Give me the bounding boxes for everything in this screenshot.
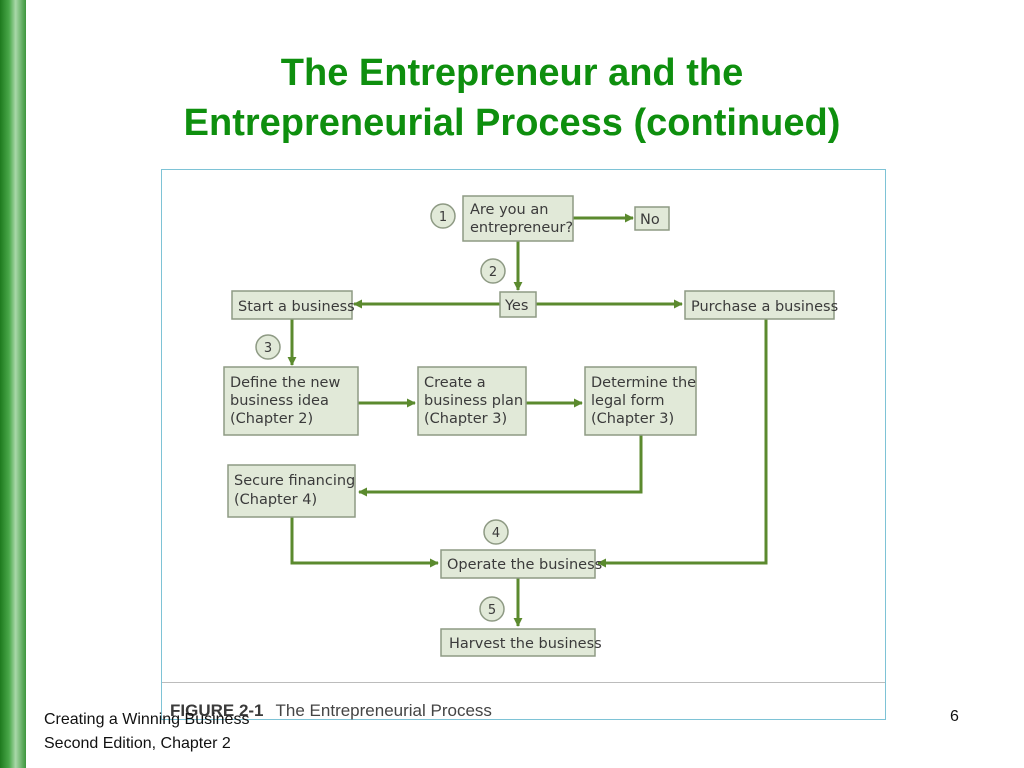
step-circle-4 xyxy=(483,519,509,545)
box-business-plan xyxy=(417,366,527,436)
figure-caption-text: The Entrepreneurial Process xyxy=(275,701,492,720)
step-circle-3 xyxy=(255,334,281,360)
box-labels: Are you an entrepreneur? No Yes Start a … xyxy=(230,202,838,652)
slide-title: The Entrepreneur and the Entrepreneurial… xyxy=(40,48,984,148)
step-circle-1 xyxy=(430,203,456,229)
label-plan-2: business plan xyxy=(424,393,523,409)
slide-page-number: 6 xyxy=(950,708,959,725)
label-financing-1: Secure financing xyxy=(234,473,355,489)
label-define-3: (Chapter 2) xyxy=(230,411,313,427)
box-no xyxy=(634,206,670,231)
arrow-purchase-to-operate xyxy=(597,319,768,568)
footer-line-2: Second Edition, Chapter 2 xyxy=(44,735,231,752)
step-number-4: 4 xyxy=(492,526,500,541)
label-plan-3: (Chapter 3) xyxy=(424,411,507,427)
arrow-financing-to-operate xyxy=(290,517,439,568)
label-are-you-1: Are you an xyxy=(470,202,548,218)
box-yes xyxy=(499,291,537,318)
step-circles xyxy=(255,203,509,622)
step-numbers: 1 2 3 4 5 xyxy=(264,210,500,618)
label-no: No xyxy=(640,212,660,228)
footer-line-1: Creating a Winning Business xyxy=(44,711,250,728)
step-number-2: 2 xyxy=(489,265,497,280)
label-purchase: Purchase a business xyxy=(691,299,838,315)
box-operate-business xyxy=(440,549,596,579)
step-circle-2 xyxy=(480,258,506,284)
figure-caption: FIGURE 2-1 The Entrepreneurial Process xyxy=(170,701,492,721)
box-start-business xyxy=(231,290,353,320)
step-number-3: 3 xyxy=(264,341,272,356)
box-harvest-business xyxy=(440,628,596,657)
label-operate: Operate the business xyxy=(447,557,602,573)
step-number-5: 5 xyxy=(488,603,496,618)
title-line-1: The Entrepreneur and the xyxy=(280,52,744,94)
box-legal-form xyxy=(584,366,697,436)
step-circle-5 xyxy=(479,596,505,622)
label-financing-2: (Chapter 4) xyxy=(234,492,317,508)
arrow-legal-to-financing xyxy=(358,435,643,497)
label-define-2: business idea xyxy=(230,393,329,409)
box-purchase-business xyxy=(684,290,835,320)
figure-number: FIGURE 2-1 xyxy=(170,701,264,720)
label-are-you-2: entrepreneur? xyxy=(470,220,573,236)
box-are-you-entrepreneur xyxy=(462,195,574,242)
label-plan-1: Create a xyxy=(424,375,486,391)
boxes xyxy=(223,195,835,657)
label-legal-3: (Chapter 3) xyxy=(591,411,674,427)
label-legal-1: Determine the xyxy=(591,375,696,391)
label-yes: Yes xyxy=(504,298,528,314)
connectors xyxy=(287,213,768,627)
label-harvest: Harvest the business xyxy=(449,636,602,652)
figure-divider xyxy=(162,682,885,683)
footer-source: Creating a Winning Business Second Editi… xyxy=(44,708,249,756)
decorative-side-bar xyxy=(0,0,26,768)
box-define-idea xyxy=(223,366,359,436)
label-define-1: Define the new xyxy=(230,375,340,391)
step-number-1: 1 xyxy=(439,210,447,225)
flowchart: 1 2 3 4 5 Are you an entrepreneur? No Ye… xyxy=(223,195,838,657)
title-line-2: Entrepreneurial Process (continued) xyxy=(183,102,841,144)
box-secure-financing xyxy=(227,464,356,518)
label-legal-2: legal form xyxy=(591,393,664,409)
process-figure: 1 2 3 4 5 Are you an entrepreneur? No Ye… xyxy=(161,169,886,720)
label-start: Start a business xyxy=(238,299,355,315)
